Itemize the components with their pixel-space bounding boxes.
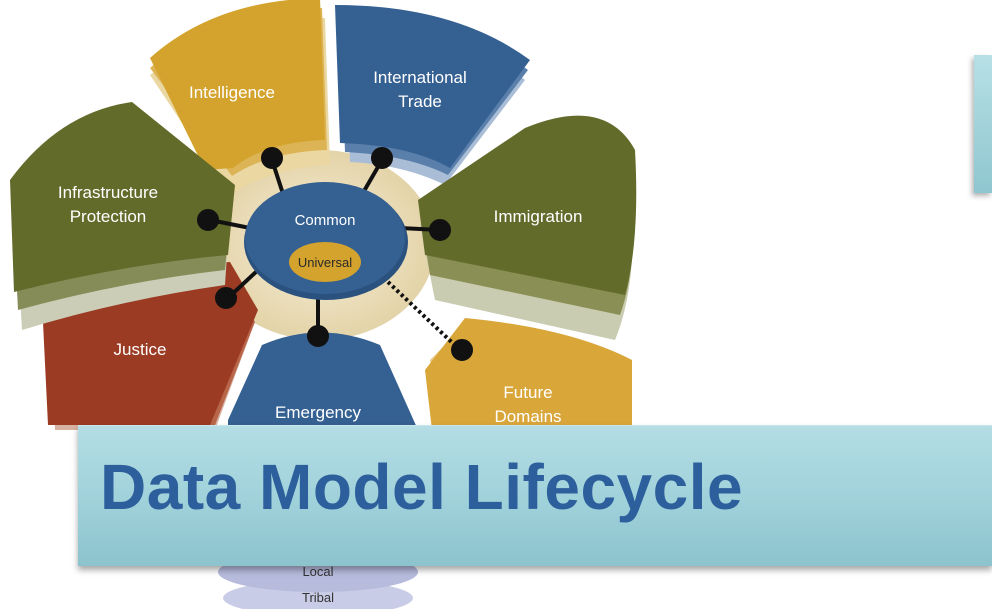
title-banner: Data Model Lifecycle [78,425,992,566]
petal-label-infrastructure: Infrastructure [58,183,158,202]
hub-label-common: Common [295,212,356,229]
petal-justice: Justice [42,262,258,430]
tier-label-tribal: Tribal [302,590,334,605]
hub-connectors [197,147,473,361]
petal-label-emergency: Emergency [275,403,361,422]
petal-future-domains: Future Domains [425,318,632,430]
core-universal [289,242,361,282]
petal-intelligence: Intelligence [150,0,330,195]
tier-label-local: Local [302,564,333,579]
hub: Common Universal [244,182,408,300]
corner-panel [974,55,992,193]
petal-international-trade: International Trade [335,5,530,185]
petal-label-future: Future [503,383,552,402]
petal-label-protection: Protection [70,207,147,226]
petal-label-trade: Trade [398,92,442,111]
petal-infrastructure: Infrastructure Protection [10,102,235,330]
petal-label-international: International [373,68,467,87]
petal-label-domains: Domains [494,407,561,426]
petal-label-justice: Justice [114,340,167,359]
petal-label-intelligence: Intelligence [189,83,275,102]
petal-emergency: Emergency [228,332,418,430]
petal-label-immigration: Immigration [494,207,583,226]
petal-immigration: Immigration [418,115,637,340]
core-label-universal: Universal [298,255,352,270]
page-title: Data Model Lifecycle [100,451,744,523]
